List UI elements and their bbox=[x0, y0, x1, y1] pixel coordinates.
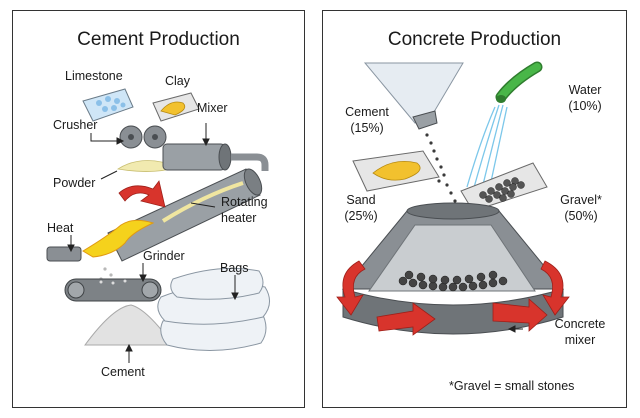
rotating-label: Rotating bbox=[221, 195, 268, 209]
mixer-cylinder bbox=[162, 143, 269, 171]
limestone-label: Limestone bbox=[65, 69, 123, 83]
limestone-tray bbox=[82, 88, 134, 122]
rotating-heater-tube bbox=[107, 168, 263, 262]
flame bbox=[82, 219, 155, 258]
bags-label: Bags bbox=[220, 261, 249, 275]
cement-production-panel: Cement Production bbox=[12, 10, 305, 408]
mixer-label: Mixer bbox=[197, 101, 228, 115]
gravel-footnote: *Gravel = small stones bbox=[449, 379, 575, 393]
sand-tray bbox=[352, 150, 440, 192]
pointer-lines bbox=[67, 123, 239, 363]
crusher-rollers bbox=[119, 125, 167, 149]
powder-label: Powder bbox=[53, 176, 96, 190]
mixer-rotation-arrows bbox=[336, 260, 570, 336]
heater-label: heater bbox=[221, 211, 257, 225]
mixer-pointer bbox=[507, 325, 523, 333]
cement-ingredient-share: (15%) bbox=[350, 121, 384, 135]
crusher-label: Crusher bbox=[53, 118, 98, 132]
cement-ingredient-label: Cement bbox=[345, 105, 389, 119]
heat-nozzle bbox=[46, 246, 82, 262]
concrete-mixer-label-2: mixer bbox=[564, 333, 596, 347]
sand-ingredient-label: Sand bbox=[346, 193, 376, 207]
cement-bags bbox=[157, 267, 270, 351]
grinder-conveyor bbox=[64, 278, 162, 302]
water-ingredient-share: (10%) bbox=[568, 99, 602, 113]
concrete-diagram bbox=[336, 61, 570, 336]
heat-label: Heat bbox=[47, 221, 74, 235]
concrete-mixer-label-1: Concrete bbox=[554, 317, 606, 331]
cement-panel-title: Cement Production bbox=[77, 29, 240, 50]
gravel-ingredient-share: (50%) bbox=[564, 209, 598, 223]
cement-diagram bbox=[46, 88, 270, 363]
clay-tray bbox=[152, 92, 200, 122]
cement-hopper bbox=[363, 62, 464, 130]
sand-ingredient-share: (25%) bbox=[344, 209, 378, 223]
concrete-production-panel: Concrete Production bbox=[322, 10, 627, 408]
clay-label: Clay bbox=[165, 74, 191, 88]
gravel-ingredient-label: Gravel* bbox=[560, 193, 602, 207]
concrete-panel-title: Concrete Production bbox=[387, 29, 562, 50]
grinder-label: Grinder bbox=[143, 249, 185, 263]
gravel-tray bbox=[460, 162, 548, 212]
rotation-arrow bbox=[118, 180, 166, 208]
cement-output-label: Cement bbox=[101, 365, 145, 379]
water-ingredient-label: Water bbox=[568, 83, 602, 97]
water-pipe bbox=[495, 61, 543, 103]
